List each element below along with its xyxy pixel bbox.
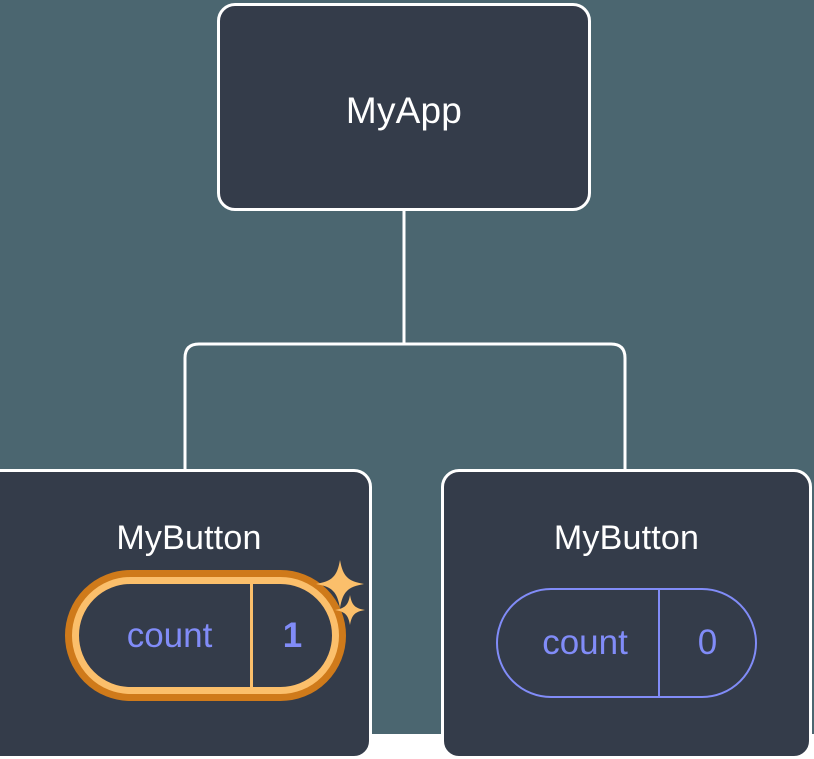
state-key-label: count: [126, 615, 213, 655]
component-title: MyButton: [116, 519, 262, 557]
state-value-label: 0: [658, 590, 755, 696]
component-title: MyButton: [553, 519, 700, 557]
state-pill-count-highlighted[interactable]: count 1: [65, 570, 346, 701]
state-pill-inner-ring: count 1: [72, 577, 339, 694]
state-key-label: count: [542, 623, 628, 662]
component-title: MyApp: [345, 90, 463, 131]
connector-branch-bar: [183, 342, 627, 469]
component-node-myapp[interactable]: MyApp: [217, 3, 591, 211]
tree-connector: [183, 211, 627, 469]
state-value-label: 1: [250, 584, 332, 687]
state-pill-count-plain[interactable]: count 0: [496, 588, 757, 698]
sparkle-small-icon: [335, 595, 365, 625]
sparkle-large-icon: [316, 560, 364, 608]
